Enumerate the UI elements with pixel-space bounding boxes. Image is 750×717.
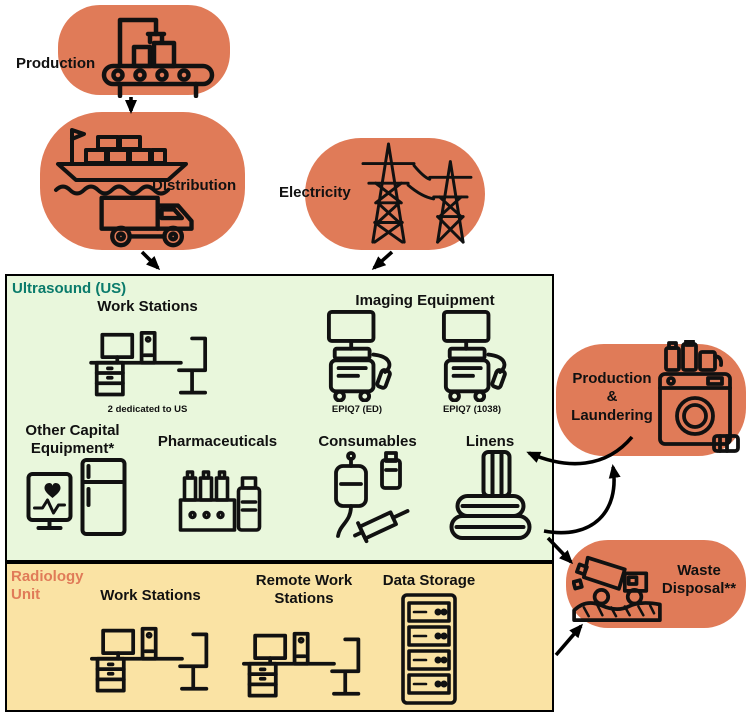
arrow-radiology-to-waste xyxy=(554,623,583,657)
us-work-stations-caption: 2 dedicated to US xyxy=(107,404,188,415)
power-towers-icon xyxy=(348,140,483,248)
workstation-desk-icon xyxy=(90,606,212,704)
factory-icon xyxy=(90,8,225,98)
waste-truck-icon xyxy=(572,546,662,624)
remote-work-stations-label: Remote Work Stations xyxy=(255,572,353,608)
distribution-label: Distribution xyxy=(152,177,237,194)
ultrasound-box-title: Ultrasound (US) xyxy=(12,280,127,297)
production-laundering-label: Production & Laundering xyxy=(571,370,653,424)
pharmaceuticals-shelf-icon xyxy=(175,456,263,538)
linens-stack-icon xyxy=(447,450,533,542)
arrow-distribution-to-us xyxy=(140,250,161,271)
us-work-stations-label: Work Stations xyxy=(97,298,198,315)
waste-disposal-node xyxy=(566,540,746,628)
waste-disposal-label: Waste Disposal** xyxy=(661,562,737,598)
cargo-ship-icon xyxy=(52,118,192,196)
epiq7-1038-caption: EPIQ7 (1038) xyxy=(442,404,502,415)
radiology-box-title: Radiology Unit xyxy=(11,568,84,604)
washing-machine-icon xyxy=(650,340,742,454)
arrow-us-to-laundering xyxy=(543,464,621,535)
ultrasound-machine-icon xyxy=(312,310,402,402)
production-label: Production xyxy=(16,55,96,72)
workstation-desk-icon xyxy=(85,316,215,402)
consumables-label: Consumables xyxy=(318,433,417,450)
arrow-electricity-to-us xyxy=(371,250,394,270)
electricity-label: Electricity xyxy=(279,184,351,201)
capital-equipment-icon xyxy=(25,458,133,538)
pharmaceuticals-label: Pharmaceuticals xyxy=(157,433,278,450)
epiq7-ed-caption: EPIQ7 (ED) xyxy=(331,404,383,415)
linens-label: Linens xyxy=(465,433,515,450)
iv-syringe-icon xyxy=(323,450,415,544)
workstation-desk-icon xyxy=(242,614,364,706)
ultrasound-machine-icon xyxy=(427,310,517,402)
other-capital-equipment-label: Other Capital Equipment* xyxy=(25,422,120,458)
server-rack-icon xyxy=(398,592,460,706)
imaging-equipment-label: Imaging Equipment xyxy=(355,292,495,309)
data-storage-label: Data Storage xyxy=(382,572,476,589)
delivery-truck-icon xyxy=(96,192,201,250)
radiology-work-stations-label: Work Stations xyxy=(100,587,201,604)
